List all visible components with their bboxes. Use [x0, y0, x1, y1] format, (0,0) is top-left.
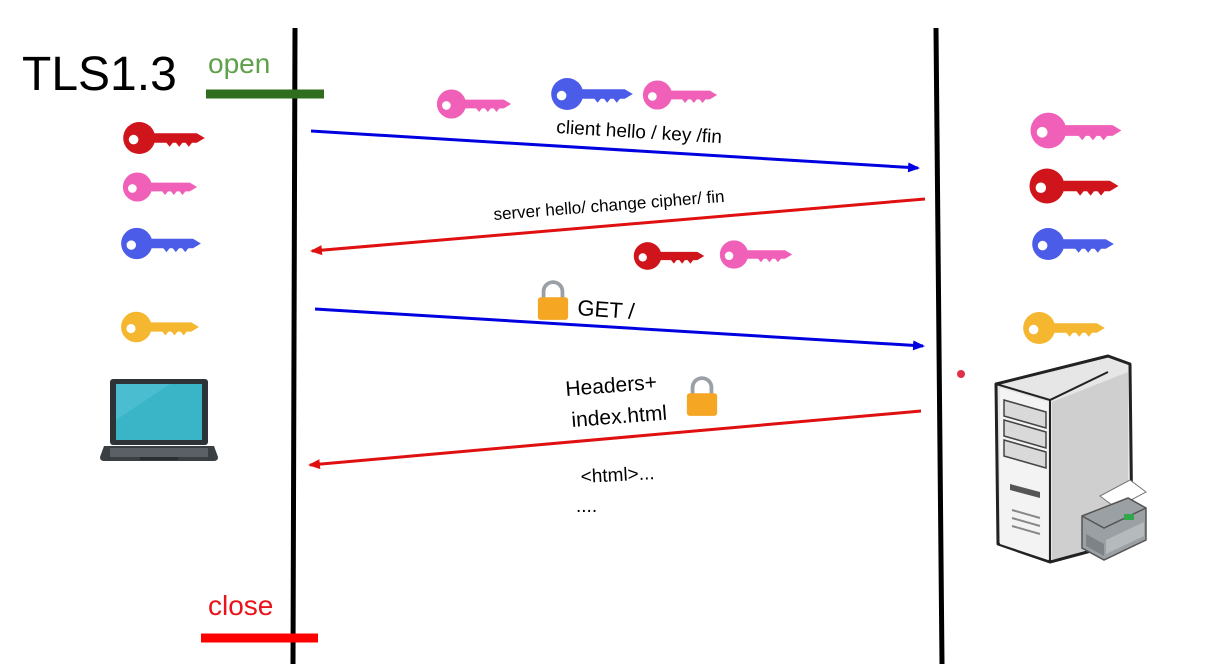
client-hello-arrow [310, 129, 920, 173]
laptop-icon [100, 379, 218, 461]
client-key-pink [122, 172, 198, 202]
index-html-label: index.html [571, 402, 668, 432]
red-dot [957, 370, 965, 378]
transit-key-pink-2 [642, 80, 718, 110]
transit-key-pink-3 [719, 240, 793, 269]
get-padlock-icon [535, 280, 571, 322]
transit-key-pink-1 [436, 89, 512, 119]
client-key-blue [121, 227, 201, 260]
response-padlock-icon [684, 376, 720, 418]
ellipsis-label: .... [576, 496, 597, 517]
server-key-pink [1030, 112, 1122, 149]
server-hello-arrow [310, 197, 926, 256]
html-body-label: <html>... [580, 463, 655, 488]
transit-key-blue [551, 78, 633, 110]
server-key-red [1029, 168, 1119, 204]
server-timeline [933, 27, 945, 664]
client-hello-label: client hello / key /fin [556, 117, 723, 148]
close-label: close [208, 590, 273, 621]
headers-label: Headers+ [565, 371, 658, 401]
client-key-red [123, 122, 205, 154]
server-key-yellow [1023, 312, 1105, 344]
server-key-blue [1032, 228, 1114, 260]
get-request-arrow [314, 307, 925, 351]
response-arrow [308, 409, 922, 470]
get-label: GET / [577, 295, 637, 324]
diagram-title: TLS1.3 [22, 48, 177, 101]
client-timeline [290, 27, 298, 664]
client-key-yellow [121, 311, 199, 343]
open-label: open [208, 48, 270, 79]
printer-icon [1081, 479, 1147, 561]
transit-key-red [633, 242, 705, 270]
